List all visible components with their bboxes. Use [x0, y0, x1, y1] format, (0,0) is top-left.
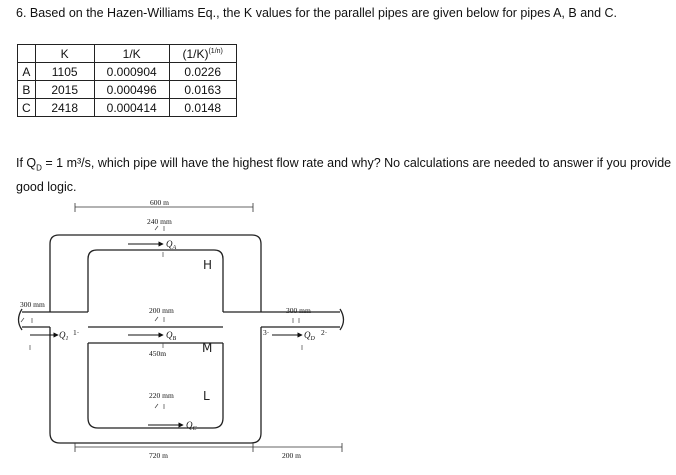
- label-flow-d: QD: [304, 330, 316, 342]
- label-diameter-a: 240 mm: [147, 217, 172, 226]
- k-values-table: K 1/K (1/K)(1/n) A 1105 0.000904 0.0226 …: [17, 44, 237, 117]
- label-node-2: 2·: [321, 328, 327, 337]
- pipe-c-outer: [49, 327, 262, 444]
- handwritten-l: L: [203, 389, 210, 403]
- pipe-network-figure: 600 m 240 mm QA H 300 mm 200 mm 300 mm Q…: [17, 198, 345, 460]
- dia-mark-right: [292, 318, 300, 323]
- table-row: B 2015 0.000496 0.0163: [17, 80, 237, 99]
- pipe-c-inner: [87, 343, 224, 429]
- label-diameter-c: 220 mm: [149, 391, 174, 400]
- row-inv-k: 0.000496: [93, 80, 170, 99]
- dia-mark-left: [20, 317, 33, 323]
- label-length-top: 600 m: [150, 198, 169, 207]
- outlet-pipe: [223, 311, 340, 328]
- label-node-1: 1·: [73, 328, 79, 337]
- outlet-cap: [339, 308, 345, 331]
- label-diameter-left: 300 mm: [20, 300, 45, 309]
- table-row: C 2418 0.000414 0.0148: [17, 98, 237, 117]
- table-header-row: K 1/K (1/K)(1/n): [17, 44, 237, 63]
- row-k: 1105: [34, 62, 95, 81]
- label-flow-b: QB: [166, 330, 177, 342]
- pipe-a-outer: [49, 234, 262, 312]
- row-pipe-label: A: [17, 62, 36, 81]
- row-k: 2015: [34, 80, 95, 99]
- handwritten-h: H: [203, 258, 212, 272]
- label-length-c: 720 m: [149, 451, 168, 460]
- label-diameter-right: 300 mm: [286, 306, 311, 315]
- label-flow-1: Q1: [59, 330, 69, 342]
- label-length-b: 450m: [149, 349, 166, 358]
- row-inv-k-pow: 0.0226: [168, 62, 237, 81]
- dim-line-top: [74, 203, 254, 212]
- table-row: A 1105 0.000904 0.0226: [17, 62, 237, 81]
- label-flow-a: QA: [166, 239, 177, 251]
- row-inv-k: 0.000414: [93, 98, 170, 117]
- header-k: K: [34, 44, 95, 63]
- row-inv-k: 0.000904: [93, 62, 170, 81]
- dim-line-bottom: [74, 443, 343, 452]
- pipe-b: [88, 326, 223, 328]
- label-flow-c: QC: [186, 420, 198, 432]
- row-k: 2418: [34, 98, 95, 117]
- question-body: If QD = 1 m³/s, which pipe will have the…: [16, 156, 672, 194]
- row-inv-k-pow: 0.0163: [168, 80, 237, 99]
- row-pipe-label: B: [17, 80, 36, 99]
- header-inv-k-pow: (1/K)(1/n): [168, 44, 237, 63]
- handwritten-m: M: [202, 341, 212, 355]
- label-node-3: 3·: [263, 328, 269, 337]
- inlet-pipe: [22, 311, 88, 328]
- dia-mark-a: [154, 225, 165, 231]
- pipe-a-inner: [87, 249, 224, 312]
- dia-mark-c: [154, 403, 165, 409]
- inlet-cap: [17, 308, 23, 331]
- question-title: 6. Based on the Hazen-Williams Eq., the …: [16, 6, 618, 20]
- label-length-right: 200 m: [282, 451, 301, 460]
- row-pipe-label: C: [17, 98, 36, 117]
- row-inv-k-pow: 0.0148: [168, 98, 237, 117]
- dia-mark-b: [154, 316, 165, 322]
- label-diameter-b: 200 mm: [149, 306, 174, 315]
- table-header-blank: [17, 44, 36, 63]
- header-inv-k: 1/K: [93, 44, 170, 63]
